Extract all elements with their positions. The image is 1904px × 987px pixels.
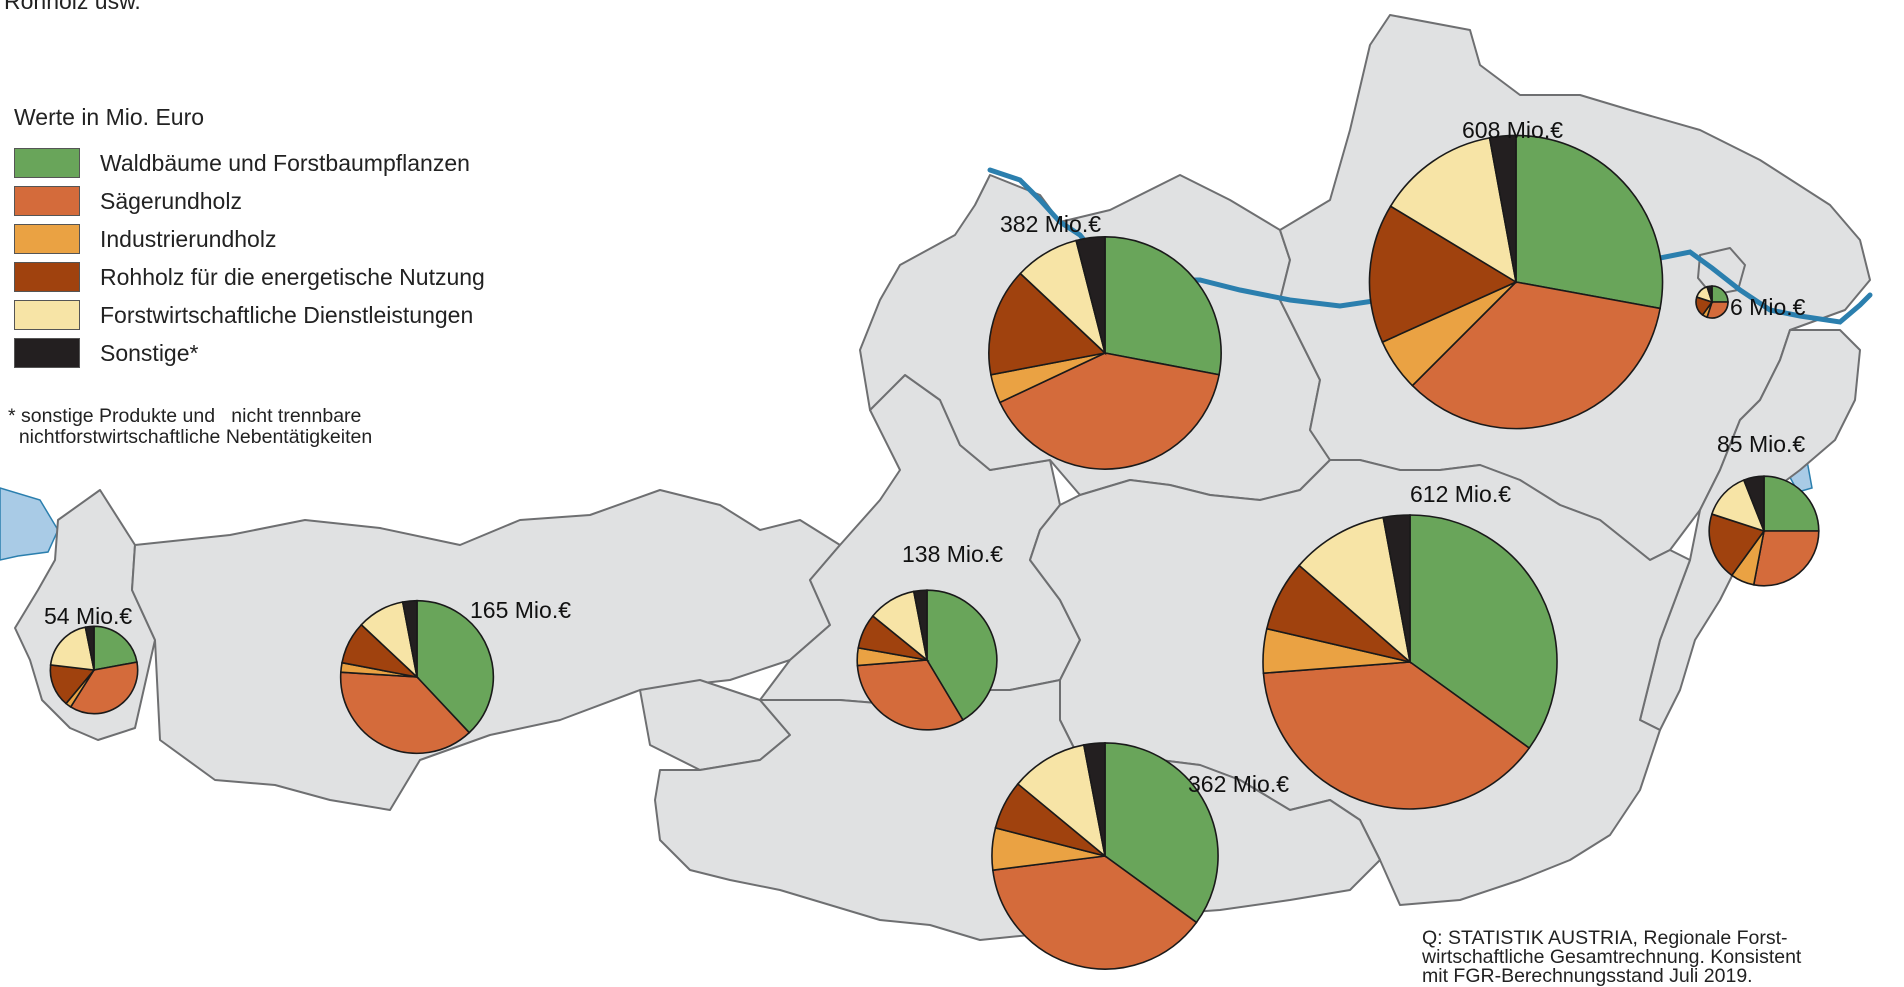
pie-vorarlberg xyxy=(49,625,139,715)
pie-slice-tirol-1 xyxy=(339,671,471,755)
pie-slice-vorarlberg-0 xyxy=(93,625,138,671)
pie-slice-burgenland-1 xyxy=(1752,530,1820,587)
footnote: * sonstige Produkte und nicht trennbare … xyxy=(8,405,373,448)
value-label-steiermark: 612 Mio.€ xyxy=(1410,481,1511,507)
pie-slice-salzburg-5 xyxy=(912,589,928,661)
pie-burgenland xyxy=(1708,475,1820,587)
pie-charts xyxy=(49,134,1820,970)
legend-label: Sägerundholz xyxy=(100,187,242,214)
pie-slice-niederoesterreich-1 xyxy=(1411,281,1662,430)
legend-swatch xyxy=(14,148,80,178)
pie-slice-oberoesterreich-0 xyxy=(1104,236,1222,376)
pie-slice-tirol-5 xyxy=(401,599,418,678)
value-labels: 54 Mio.€ 165 Mio.€ 138 Mio.€ 362 Mio.€ 3… xyxy=(44,117,1806,797)
pie-slice-niederoesterreich-5 xyxy=(1488,134,1517,283)
value-label-niederoesterreich: 608 Mio.€ xyxy=(1462,117,1563,143)
pie-slice-kaernten-0 xyxy=(1104,742,1219,924)
pie-slice-salzburg-0 xyxy=(926,589,998,721)
pie-salzburg xyxy=(856,589,998,731)
pie-slice-steiermark-4 xyxy=(1298,516,1412,665)
pie-slice-wien-1 xyxy=(1706,301,1729,319)
legend-label: Waldbäume und Forstbaumpflanzen xyxy=(100,149,470,176)
pie-slice-kaernten-5 xyxy=(1082,742,1106,857)
value-label-salzburg: 138 Mio.€ xyxy=(902,541,1003,567)
pie-slice-oberoesterreich-3 xyxy=(988,272,1107,376)
pie-slice-burgenland-0 xyxy=(1763,475,1820,532)
legend-swatch xyxy=(14,224,80,254)
legend-item-waldbaeume: Waldbäume und Forstbaumpflanzen xyxy=(14,147,485,179)
pie-kaernten xyxy=(991,742,1219,970)
legend-label: Sonstige* xyxy=(100,339,199,366)
pie-steiermark xyxy=(1262,514,1558,810)
legend-label: Industrierundholz xyxy=(100,225,277,252)
legend-item-dienstleistungen: Forstwirtschaftliche Dienstleistungen xyxy=(14,299,485,331)
legend-title: Werte in Mio. Euro xyxy=(14,104,205,130)
legend-item-saegerundholz: Sägerundholz xyxy=(14,185,485,217)
value-label-oberoesterreich: 382 Mio.€ xyxy=(1000,211,1101,237)
pie-slice-oberoesterreich-5 xyxy=(1075,236,1106,354)
pie-slice-oberoesterreich-1 xyxy=(998,352,1221,470)
pie-tirol xyxy=(339,599,495,755)
pie-slice-kaernten-4 xyxy=(1016,744,1107,859)
legend-swatch xyxy=(14,338,80,368)
pie-slice-steiermark-1 xyxy=(1262,661,1531,810)
pie-slice-vorarlberg-1 xyxy=(69,661,139,715)
legend-label: Forstwirtschaftliche Dienstleistungen xyxy=(100,301,474,328)
pie-slice-tirol-0 xyxy=(416,599,495,734)
value-label-kaernten: 362 Mio.€ xyxy=(1188,771,1289,797)
pie-slice-steiermark-0 xyxy=(1409,514,1558,750)
value-label-tirol: 165 Mio.€ xyxy=(470,597,571,623)
legend-swatch xyxy=(14,186,80,216)
pie-slice-kaernten-1 xyxy=(991,855,1198,970)
legend-item-industrierundholz: Industrierundholz xyxy=(14,223,485,255)
pie-slice-vorarlberg-4 xyxy=(49,626,96,671)
pie-slice-wien-5 xyxy=(1706,285,1713,303)
legend-item-sonstige: Sonstige* xyxy=(14,337,485,369)
cropped-heading: Rohholz usw. xyxy=(4,0,141,14)
legend-swatch xyxy=(14,262,80,292)
legend-label: Rohholz für die energetische Nutzung xyxy=(100,263,485,290)
source-note: Q: STATISTIK AUSTRIA, Regionale Forst- w… xyxy=(1422,927,1802,987)
pie-slice-niederoesterreich-3 xyxy=(1368,205,1518,344)
legend-item-rohholz-energie: Rohholz für die energetische Nutzung xyxy=(14,261,485,293)
value-label-burgenland: 85 Mio.€ xyxy=(1717,431,1805,457)
legend-swatch xyxy=(14,300,80,330)
value-label-vorarlberg: 54 Mio.€ xyxy=(44,603,132,629)
pie-oberoesterreich xyxy=(988,236,1222,470)
pie-slice-burgenland-5 xyxy=(1742,475,1765,532)
value-label-wien: 6 Mio.€ xyxy=(1730,294,1806,320)
pie-slice-salzburg-1 xyxy=(856,659,964,731)
pie-slice-niederoesterreich-4 xyxy=(1389,136,1518,284)
pie-niederoesterreich xyxy=(1368,134,1664,430)
pie-slice-steiermark-5 xyxy=(1382,514,1411,663)
pie-slice-niederoesterreich-0 xyxy=(1515,134,1664,310)
lake-bodensee xyxy=(0,487,59,561)
legend: Werte in Mio. Euro Waldbäume und Forstba… xyxy=(14,104,485,375)
pie-slice-vorarlberg-5 xyxy=(84,625,95,671)
pie-slice-burgenland-3 xyxy=(1708,513,1766,577)
pie-wien xyxy=(1695,285,1729,319)
